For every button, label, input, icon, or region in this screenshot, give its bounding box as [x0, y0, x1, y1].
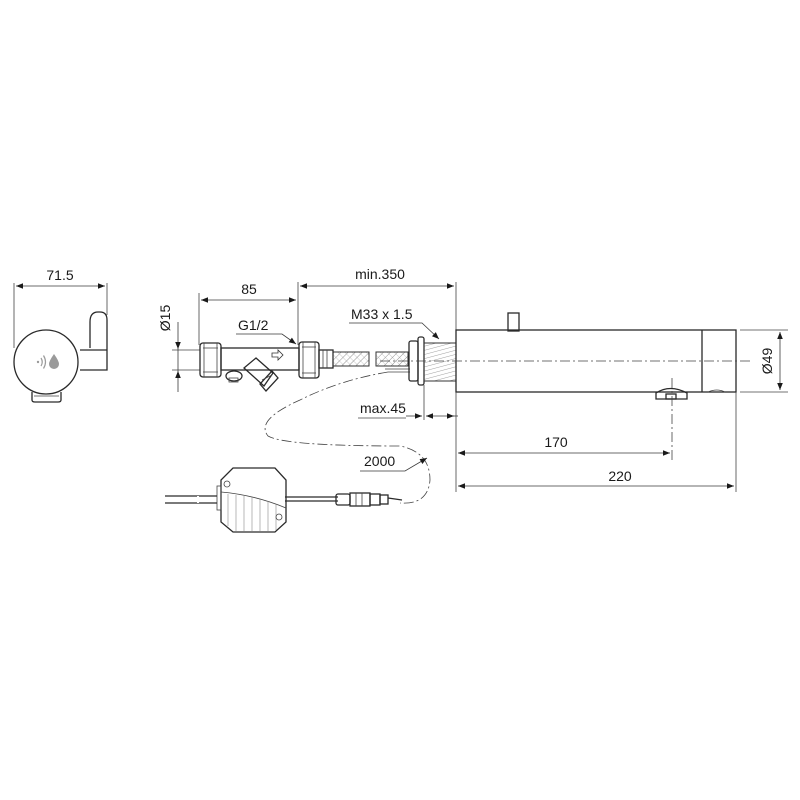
spout-base	[31, 392, 62, 403]
dimension-max-deck-label: max.45	[360, 400, 406, 416]
dimension-cable-length-label: 2000	[364, 453, 395, 469]
supply-assembly: Ø15 85 G1/2	[157, 281, 410, 392]
dimension-spout-diameter-label: Ø49	[759, 348, 775, 375]
flow-direction-icon	[271, 349, 284, 361]
spout-body-front	[13, 329, 79, 395]
braided-hose	[375, 351, 409, 367]
dimension-min-supply-label: min.350	[355, 266, 405, 282]
dimension-width-label: 71.5	[46, 267, 73, 283]
dimension-pipe-diameter-label: Ø15	[157, 305, 173, 332]
spout-top-pin	[507, 312, 520, 332]
sensor-cable-path	[264, 371, 431, 504]
dimension-spout-length-label: 220	[608, 468, 632, 484]
mounting-thread-label: M33 x 1.5	[351, 306, 413, 322]
strainer-cap	[225, 357, 279, 392]
strainer-body	[220, 347, 300, 371]
dimension-strainer-label: 85	[241, 281, 257, 297]
power-wires	[165, 495, 217, 504]
sensor-window	[655, 387, 688, 400]
sensor-wave-icon	[36, 355, 47, 369]
mounting-thread	[408, 336, 457, 386]
thread-connection-label: G1/2	[238, 317, 269, 333]
control-box	[216, 467, 287, 533]
lever-handle	[80, 311, 108, 371]
side-view: 71.5	[13, 267, 108, 403]
braided-hose	[332, 351, 370, 367]
cable-connector	[335, 492, 403, 507]
water-drop-icon	[49, 354, 59, 369]
spout-body	[455, 312, 737, 400]
dimension-sensor-position-label: 170	[544, 434, 568, 450]
